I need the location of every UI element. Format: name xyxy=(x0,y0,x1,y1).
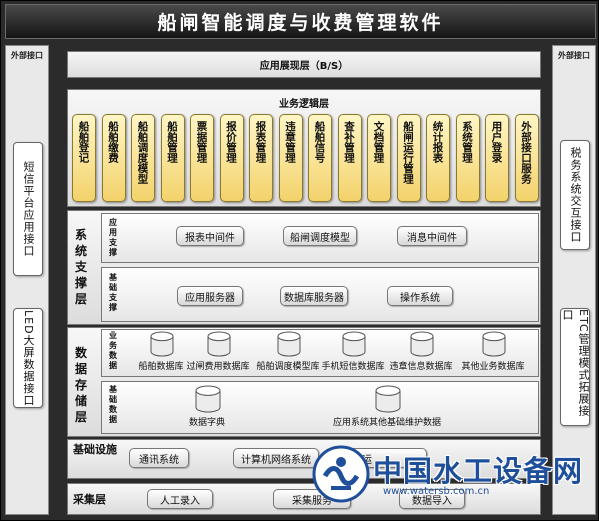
collection-layer-label: 采集层 xyxy=(73,493,106,506)
business-module-card: 船闸运行管理 xyxy=(396,114,421,202)
business-module-card: 系统管理 xyxy=(455,114,480,202)
database-icon xyxy=(150,331,174,357)
base-database-label: 数据字典 xyxy=(188,418,225,428)
etc-mode-interface: ETC管理模式拓展接口 xyxy=(560,308,590,426)
business-database-label: 其他业务数据库 xyxy=(461,362,525,372)
database-icon xyxy=(277,331,301,357)
watermark-logo-icon xyxy=(312,445,370,503)
business-module-label: 统计报表 xyxy=(431,121,444,163)
watermark-title: 中国水工设备网 xyxy=(373,454,584,488)
business-database-label: 船舶数据库 xyxy=(138,362,184,372)
database-icon xyxy=(207,331,231,357)
sms-platform-interface: 短信平台应用接口 xyxy=(13,142,43,276)
business-module-label: 船舶登记 xyxy=(77,121,90,163)
presentation-layer-label: 应用展现层（B/S） xyxy=(259,61,349,72)
manual-entry: 人工录入 xyxy=(147,489,213,509)
base-data-row xyxy=(101,381,539,434)
left-external-interface-panel: 外部接口 短信平台应用接口 LED大屏数据接口 xyxy=(5,45,49,515)
business-module-label: 违章管理 xyxy=(284,121,296,163)
led-screen-interface: LED大屏数据接口 xyxy=(13,308,43,408)
business-module-card: 查补管理 xyxy=(337,114,362,202)
business-module-label: 船舶管理 xyxy=(166,121,178,163)
base-database-label: 应用系统其他基础维护数据 xyxy=(332,418,441,428)
business-module-label: 外部接口服务 xyxy=(520,121,532,184)
business-module-card: 船舶管理 xyxy=(160,114,185,202)
database-icon xyxy=(195,385,221,413)
right-external-interface-panel: 外部接口 税务系统交互接口 ETC管理模式拓展接口 xyxy=(552,45,596,515)
business-module-card: 船舶信号 xyxy=(308,114,332,202)
business-module-label: 船闸运行管理 xyxy=(402,121,414,184)
watermark-url: www.watersb.com.cn xyxy=(383,486,490,497)
database-server: 数据库服务器 xyxy=(280,286,348,306)
communication-system: 通讯系统 xyxy=(129,448,189,468)
app-server: 应用服务器 xyxy=(177,286,243,306)
lock-scheduling-model: 船闸调度模型 xyxy=(283,226,357,246)
app-support-label: 应用支撑 xyxy=(109,218,117,257)
business-database-label: 船舶调度模型库 xyxy=(256,362,320,372)
business-database-label: 手机短信数据库 xyxy=(321,362,385,372)
tax-system-interface-label: 税务系统交互接口 xyxy=(569,147,582,243)
data-import: 数据导入 xyxy=(399,489,465,509)
presentation-layer: 应用展现层（B/S） xyxy=(67,51,541,78)
business-module-card: 违章管理 xyxy=(278,114,303,202)
sms-platform-interface-label: 短信平台应用接口 xyxy=(22,161,35,257)
diagram-title: 船闸智能调度与收费管理软件 xyxy=(5,4,596,39)
business-database-label: 过闸费用数据库 xyxy=(186,362,250,372)
business-module-label: 文档管理 xyxy=(372,121,385,163)
business-module-label: 报价管理 xyxy=(225,121,237,163)
base-support-label: 基础支撑 xyxy=(109,273,117,312)
business-module-card: 船舶登记 xyxy=(72,114,96,202)
business-module-card: 票据管理 xyxy=(190,114,214,202)
database-icon xyxy=(482,331,506,357)
business-module-card: 报价管理 xyxy=(219,114,244,202)
right-panel-title: 外部接口 xyxy=(558,51,590,60)
business-data-row xyxy=(101,329,539,377)
business-module-label: 船舶信号 xyxy=(313,121,326,163)
left-panel-title: 外部接口 xyxy=(11,51,43,60)
business-module-card: 外部接口服务 xyxy=(514,114,539,202)
database-icon xyxy=(375,385,401,413)
database-icon xyxy=(342,331,366,357)
system-support-layer-label: 系统支撑层 xyxy=(74,228,87,306)
tax-system-interface: 税务系统交互接口 xyxy=(560,140,590,250)
business-module-label: 系统管理 xyxy=(461,121,473,163)
business-module-label: 船舶缴费 xyxy=(107,121,119,163)
business-module-label: 报表管理 xyxy=(254,121,267,163)
message-middleware: 消息中间件 xyxy=(397,226,467,246)
etc-mode-interface-label: ETC管理模式拓展接口 xyxy=(561,309,590,417)
business-data-label: 业务数据 xyxy=(109,331,117,370)
business-module-card: 船舶缴费 xyxy=(101,114,126,202)
business-module-card: 用户登录 xyxy=(485,114,509,202)
business-module-card: 报表管理 xyxy=(249,114,273,202)
business-module-card: 船舶调度模型 xyxy=(131,114,155,202)
watermark: 中国水工设备网 www.watersb.com.cn xyxy=(307,442,583,504)
business-module-label: 查补管理 xyxy=(343,121,355,163)
database-icon xyxy=(410,331,434,357)
led-screen-interface-label: LED大屏数据接口 xyxy=(22,309,35,407)
operating-system: 操作系统 xyxy=(387,286,453,306)
business-module-label: 用户登录 xyxy=(490,121,503,163)
business-module-label: 船舶调度模型 xyxy=(136,121,149,184)
business-module-card: 文档管理 xyxy=(367,114,391,202)
business-logic-layer-label: 业务逻辑层 xyxy=(279,99,329,110)
base-data-label: 基础数据 xyxy=(109,385,117,424)
infrastructure-layer-label: 基础设施 xyxy=(73,443,117,456)
business-database-label: 违章信息数据库 xyxy=(389,362,453,372)
business-module-card: 统计报表 xyxy=(426,114,450,202)
business-module-label: 票据管理 xyxy=(195,121,208,163)
report-middleware: 报表中间件 xyxy=(176,226,244,246)
data-storage-layer-label: 数据存储层 xyxy=(74,346,87,424)
